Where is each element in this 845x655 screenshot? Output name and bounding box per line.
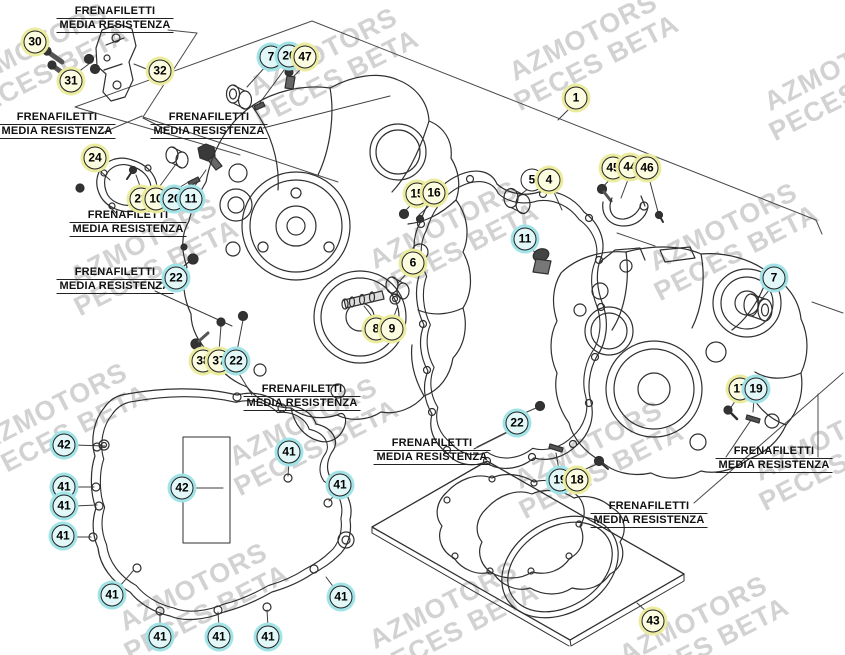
callout-16[interactable]: 16 <box>422 181 446 205</box>
callout-41[interactable]: 41 <box>52 494 76 518</box>
callout-6[interactable]: 6 <box>401 251 425 275</box>
callout-41[interactable]: 41 <box>256 625 280 649</box>
callout-41[interactable]: 41 <box>52 475 76 499</box>
label-line2: MEDIA RESISTENZA <box>243 397 361 411</box>
callout-31[interactable]: 31 <box>59 69 83 93</box>
middle-small-parts <box>180 183 664 350</box>
callout-19[interactable]: 19 <box>744 377 768 401</box>
left-crankcase <box>182 74 472 443</box>
callout-1[interactable]: 1 <box>564 86 588 110</box>
label-line1: FRENAFILETTI <box>69 209 187 223</box>
callout-32[interactable]: 32 <box>148 59 172 83</box>
callout-22[interactable]: 22 <box>505 411 529 435</box>
callout-47[interactable]: 47 <box>293 45 317 69</box>
callout-41[interactable]: 41 <box>277 440 301 464</box>
label-line2: MEDIA RESISTENZA <box>56 19 174 33</box>
label-line2: MEDIA RESISTENZA <box>373 451 491 465</box>
callout-7[interactable]: 7 <box>762 266 786 290</box>
bracket-part <box>42 23 137 102</box>
label-line2: MEDIA RESISTENZA <box>715 459 833 473</box>
callout-41[interactable]: 41 <box>51 524 75 548</box>
callout-42[interactable]: 42 <box>170 476 194 500</box>
callout-41[interactable]: 41 <box>329 585 353 609</box>
gasket-plate <box>371 460 685 647</box>
label-line1: FRENAFILETTI <box>56 266 174 280</box>
label-line1: FRENAFILETTI <box>150 111 268 125</box>
label-line1: FRENAFILETTI <box>56 5 174 19</box>
label-line2: MEDIA RESISTENZA <box>56 280 174 294</box>
label-line2: MEDIA RESISTENZA <box>0 125 116 139</box>
bottom-left-gasket <box>88 388 355 621</box>
callout-46[interactable]: 46 <box>635 156 659 180</box>
label-line2: MEDIA RESISTENZA <box>69 223 187 237</box>
callout-11[interactable]: 11 <box>179 187 203 211</box>
sheet-edges <box>74 20 844 504</box>
callout-22[interactable]: 22 <box>224 349 248 373</box>
callout-41[interactable]: 41 <box>328 473 352 497</box>
callout-24[interactable]: 24 <box>83 146 107 170</box>
callout-9[interactable]: 9 <box>380 317 404 341</box>
callout-30[interactable]: 30 <box>23 30 47 54</box>
callout-4[interactable]: 4 <box>537 168 561 192</box>
callout-41[interactable]: 41 <box>148 625 172 649</box>
pump-gasket-part <box>75 143 223 213</box>
label-line1: FRENAFILETTI <box>0 111 116 125</box>
label-line1: FRENAFILETTI <box>243 383 361 397</box>
callout-22[interactable]: 22 <box>164 266 188 290</box>
callout-11[interactable]: 11 <box>513 227 537 251</box>
label-line1: FRENAFILETTI <box>715 445 833 459</box>
right-small-parts <box>534 293 773 470</box>
label-line1: FRENAFILETTI <box>590 500 708 514</box>
callout-41[interactable]: 41 <box>207 625 231 649</box>
label-line2: MEDIA RESISTENZA <box>590 514 708 528</box>
callout-41[interactable]: 41 <box>100 583 124 607</box>
callout-18[interactable]: 18 <box>565 468 589 492</box>
label-line1: FRENAFILETTI <box>373 437 491 451</box>
callout-43[interactable]: 43 <box>641 609 665 633</box>
label-line2: MEDIA RESISTENZA <box>150 125 268 139</box>
dowel-parts-top <box>225 67 296 111</box>
callout-42[interactable]: 42 <box>52 433 76 457</box>
